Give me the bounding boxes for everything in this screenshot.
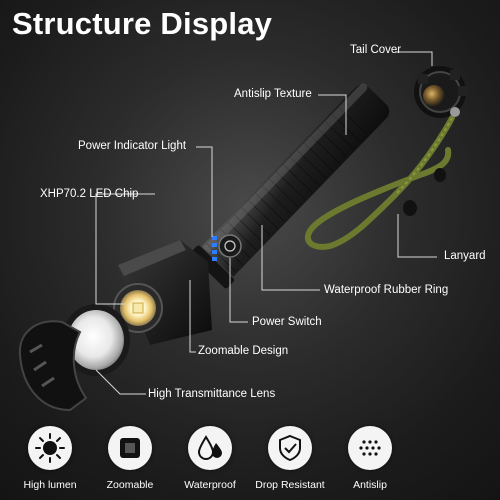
antislip-texture-icon — [359, 440, 381, 456]
label-zoomable-design: Zoomable Design — [198, 345, 289, 357]
feature-antislip: Antislip — [325, 420, 415, 491]
feature-zoomable: Zoomable — [85, 420, 175, 491]
label-antislip-texture: Antislip Texture — [234, 88, 312, 100]
label-tail-cover: Tail Cover — [350, 44, 402, 56]
feature-label: Waterproof — [184, 479, 236, 491]
led-chip — [113, 283, 163, 333]
flashlight-illustration — [18, 51, 468, 412]
label-power-indicator: Power Indicator Light — [78, 140, 187, 152]
flashlight-body — [189, 83, 390, 290]
tail-cover — [414, 66, 468, 118]
label-lens: High Transmittance Lens — [148, 388, 276, 400]
sun-icon — [35, 433, 65, 463]
feature-high-lumen: High lumen — [5, 420, 95, 491]
feature-waterproof: Waterproof — [165, 420, 255, 491]
feature-label: High lumen — [23, 479, 77, 491]
label-rubber-ring: Waterproof Rubber Ring — [324, 284, 449, 296]
feature-label: Zoomable — [106, 479, 154, 491]
label-lanyard: Lanyard — [444, 250, 486, 262]
label-led-chip: XHP70.2 LED Chip — [40, 188, 139, 200]
water-drops-icon — [197, 435, 222, 460]
feature-label: Antislip — [353, 479, 387, 491]
page-title: Structure Display — [12, 6, 273, 41]
label-power-switch: Power Switch — [252, 316, 322, 328]
feature-label: Drop Resistant — [255, 479, 325, 491]
feature-drop-resistant: Drop Resistant — [245, 420, 335, 491]
bezel — [18, 320, 88, 412]
zoom-square-icon — [120, 438, 140, 458]
lanyard — [305, 107, 460, 250]
feature-row: High lumen Zoomable Waterproof — [0, 420, 500, 500]
lens — [62, 304, 130, 376]
leader-lines — [95, 51, 437, 395]
shield-check-icon — [279, 434, 301, 462]
